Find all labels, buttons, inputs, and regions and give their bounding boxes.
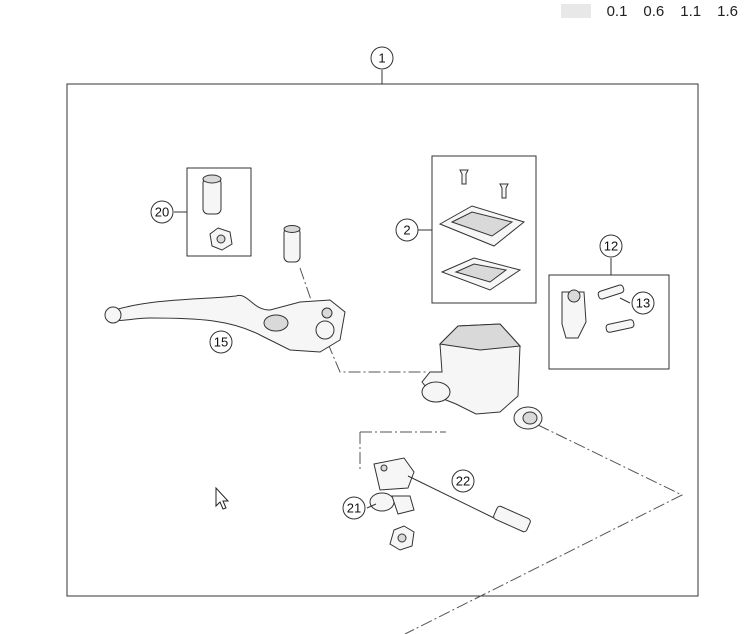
svg-text:22: 22 <box>456 474 470 489</box>
zoom-option-1-6[interactable]: 1.6 <box>717 2 738 20</box>
washer-part <box>369 492 395 512</box>
svg-text:2: 2 <box>403 223 410 238</box>
callout-15[interactable]: 15 <box>209 330 233 354</box>
callout-13[interactable]: 13 <box>631 291 655 315</box>
clamp-part <box>561 291 587 339</box>
zoom-swatch <box>560 4 591 18</box>
zoom-option-0-6[interactable]: 0.6 <box>643 2 665 20</box>
bolt-part <box>597 284 625 300</box>
svg-text:20: 20 <box>155 205 169 220</box>
screw-part-2 <box>499 183 509 199</box>
brake-lever-part <box>107 294 346 353</box>
switch-connector-part <box>493 505 531 533</box>
bolt-part-2 <box>605 319 635 333</box>
callout-22[interactable]: 22 <box>451 469 475 493</box>
mouse-pointer-icon <box>215 486 230 510</box>
callout-1[interactable]: 1 <box>370 46 394 70</box>
svg-text:13: 13 <box>636 296 650 311</box>
svg-text:12: 12 <box>604 239 618 254</box>
switch-bracket-part <box>373 457 415 491</box>
assembly-frame <box>66 83 699 597</box>
screw-part <box>459 169 469 185</box>
lever-sleeve-part <box>283 227 301 263</box>
group-12-box <box>548 274 670 370</box>
zoom-option-1-1[interactable]: 1.1 <box>680 2 702 20</box>
zoom-bar: 0.1 0.6 1.1 1.6 <box>560 0 746 22</box>
callout-12[interactable]: 12 <box>599 234 623 258</box>
svg-text:1: 1 <box>378 51 385 66</box>
zoom-option-0-1[interactable]: 0.1 <box>606 2 628 20</box>
callout-20[interactable]: 20 <box>150 200 174 224</box>
svg-text:15: 15 <box>214 335 228 350</box>
callout-2[interactable]: 2 <box>395 218 419 242</box>
callout-21[interactable]: 21 <box>342 496 366 520</box>
svg-text:21: 21 <box>347 501 361 516</box>
